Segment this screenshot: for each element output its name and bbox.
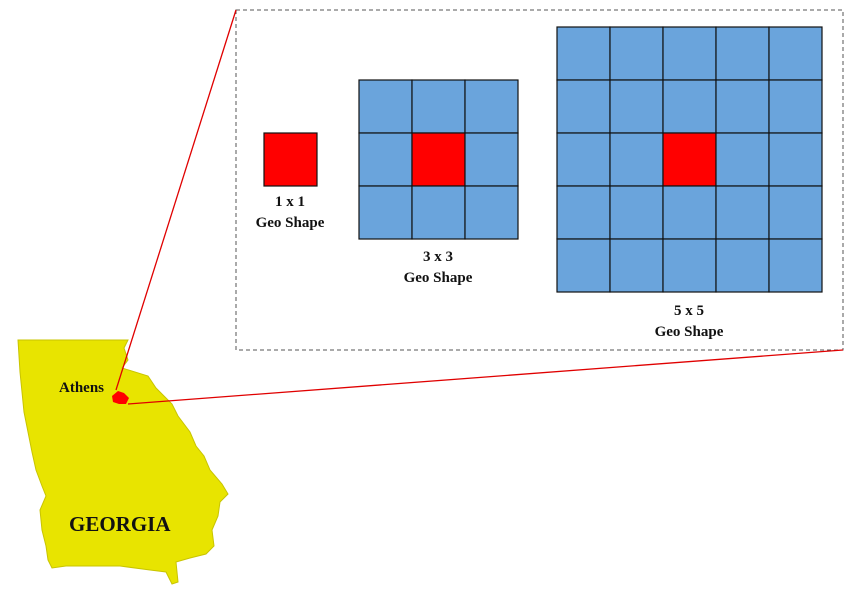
neighbor-cell: [715, 26, 770, 81]
neighbor-cell: [715, 185, 770, 240]
grid-1x1-size-label: 1 x 1: [275, 194, 305, 210]
neighbor-cell: [464, 132, 519, 187]
grid-1x1-geo-shape: [263, 132, 318, 187]
grid-3x3-caption: Geo Shape: [404, 270, 473, 286]
neighbor-cell: [609, 26, 664, 81]
neighbor-cell: [768, 238, 823, 293]
grid-3x3-size-label: 3 x 3: [423, 249, 453, 265]
neighbor-cell: [556, 79, 611, 134]
neighbor-cell: [464, 185, 519, 240]
grid-3x3-geo-shape: [358, 79, 519, 240]
neighbor-cell: [662, 238, 717, 293]
athens-label: Athens: [59, 380, 104, 396]
neighbor-cell: [768, 132, 823, 187]
grid-1x1-caption: Geo Shape: [256, 215, 325, 231]
neighbor-cell: [768, 26, 823, 81]
athens-marker: [112, 391, 129, 404]
neighbor-cell: [715, 132, 770, 187]
neighbor-cell: [358, 132, 413, 187]
neighbor-cell: [662, 185, 717, 240]
neighbor-cell: [411, 185, 466, 240]
neighbor-cell: [556, 238, 611, 293]
neighbor-cell: [768, 185, 823, 240]
neighbor-cell: [662, 26, 717, 81]
callout-connector-top: [115, 9, 237, 391]
neighbor-cell: [358, 185, 413, 240]
center-cell: [263, 132, 318, 187]
grid-5x5-caption: Geo Shape: [655, 324, 724, 340]
center-cell: [411, 132, 466, 187]
neighbor-cell: [768, 79, 823, 134]
neighbor-cell: [609, 185, 664, 240]
neighbor-cell: [609, 238, 664, 293]
grid-5x5-size-label: 5 x 5: [674, 303, 704, 319]
center-cell: [662, 132, 717, 187]
neighbor-cell: [556, 26, 611, 81]
neighbor-cell: [609, 79, 664, 134]
grid-5x5-geo-shape: [556, 26, 823, 293]
neighbor-cell: [662, 79, 717, 134]
neighbor-cell: [715, 79, 770, 134]
callout-connector-bottom: [127, 349, 844, 405]
neighbor-cell: [411, 79, 466, 134]
neighbor-cell: [464, 79, 519, 134]
georgia-label: GEORGIA: [69, 512, 171, 536]
neighbor-cell: [556, 132, 611, 187]
georgia-state-shape: [17, 339, 229, 585]
neighbor-cell: [715, 238, 770, 293]
neighbor-cell: [358, 79, 413, 134]
neighbor-cell: [556, 185, 611, 240]
neighbor-cell: [609, 132, 664, 187]
